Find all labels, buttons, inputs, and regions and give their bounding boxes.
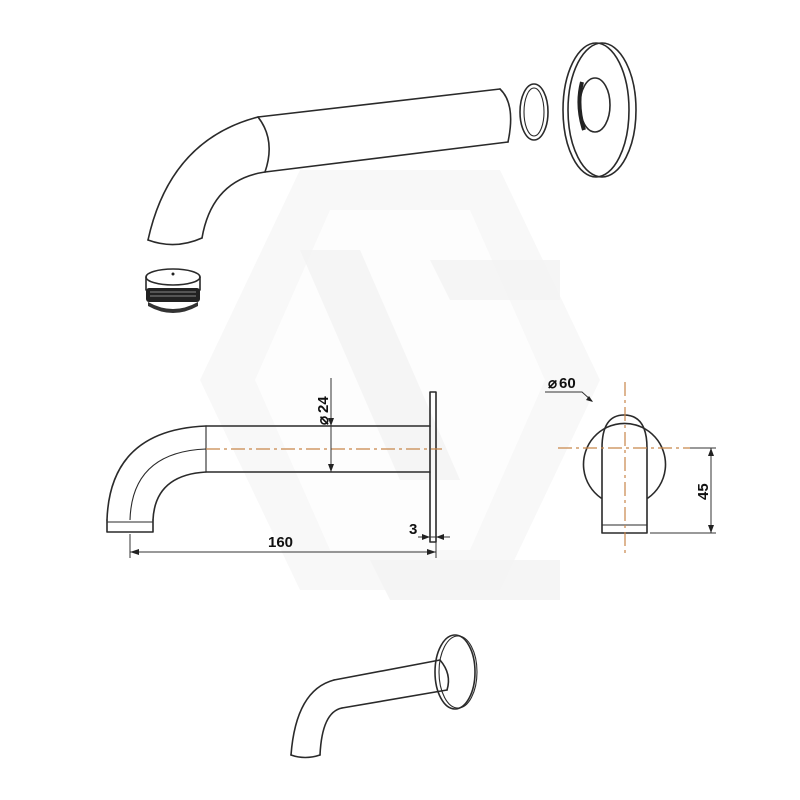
dim-flange-thickness: 3 [409,521,417,538]
dim-projection-length: 160 [268,534,293,551]
side-elevation: ⌀24 160 3 [106,378,450,558]
dim-pipe-diameter: ⌀24 [315,396,332,425]
perspective-view [290,634,478,759]
watermark-logo [200,170,600,600]
aerator [145,268,201,313]
wall-flange [562,42,637,178]
exploded-view [145,42,637,313]
sealing-ring [519,83,549,141]
spout-pipe [147,88,512,246]
front-elevation: ⌀60 45 [545,375,716,555]
dim-flange-diameter: ⌀60 [548,375,576,392]
dim-outlet-drop: 45 [695,483,712,500]
